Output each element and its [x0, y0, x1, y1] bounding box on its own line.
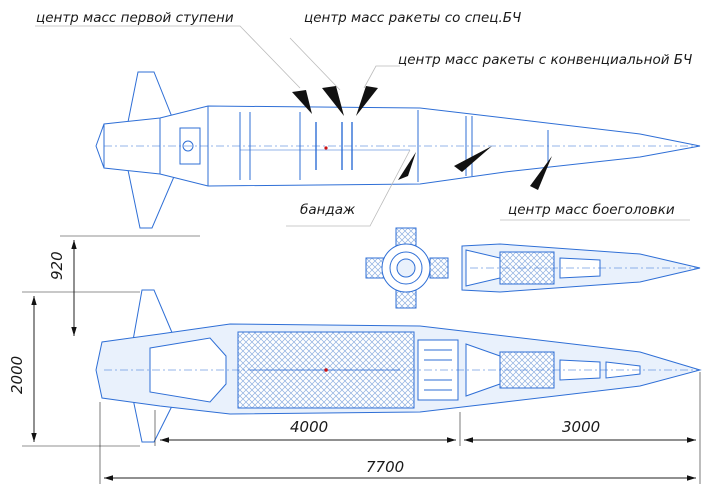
dim-label-section-b: 3000 — [562, 418, 600, 436]
lower-fin — [127, 169, 177, 229]
label-missile-cm-conventional: центр масс ракеты с конвенциальной БЧ — [398, 52, 692, 68]
label-missile-cm-special: центр масс ракеты со спец.БЧ — [304, 10, 521, 26]
label-first-stage-cm: центр масс первой ступени — [36, 10, 234, 26]
arrow-band-1 — [398, 152, 416, 180]
dim-label-total: 7700 — [366, 458, 404, 476]
missile-side-view — [95, 71, 701, 229]
label-band: бандаж — [300, 202, 356, 218]
arrow-first-stage-cm — [292, 90, 312, 114]
label-warhead-cm: центр масс боеголовки — [508, 202, 675, 218]
callout-arrows — [292, 86, 552, 190]
dimension-lines — [22, 235, 701, 484]
warhead-side-view — [461, 243, 701, 293]
dim-label-diameter: 2000 — [8, 356, 26, 394]
missile-section-view — [95, 289, 702, 443]
arrow-band-2 — [454, 146, 492, 172]
arrow-missile-cm-conventional — [356, 86, 378, 116]
arrow-missile-cm-special — [322, 86, 344, 116]
warhead-cross-section — [365, 227, 449, 309]
leader-lines — [35, 25, 690, 227]
center-mark-section — [324, 368, 328, 372]
center-mark-side — [324, 146, 328, 150]
upper-fin — [127, 71, 175, 123]
arrow-warhead-cm — [530, 156, 552, 190]
dim-label-body: 920 — [48, 251, 66, 280]
dim-label-section-a: 4000 — [290, 418, 328, 436]
